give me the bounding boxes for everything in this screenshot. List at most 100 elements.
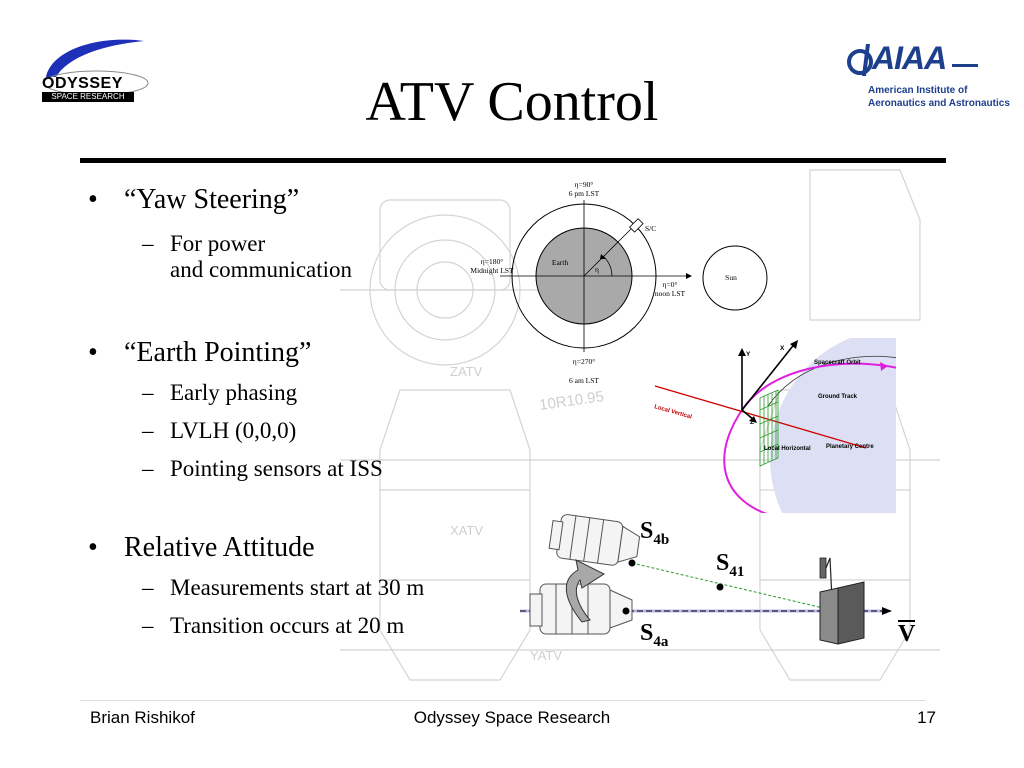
left-eta-label: η=180°	[481, 257, 503, 266]
sub-bullet-text: For power	[170, 231, 266, 256]
z-axis-arrow-icon	[749, 416, 757, 423]
bg-label-yatv: YATV	[530, 648, 562, 663]
sub-bullet-marker: –	[142, 231, 154, 256]
yaw-steering-diagram: η=90° 6 pm LST η=180° Midnight LST η=0° …	[470, 180, 768, 385]
sensor-label-s4a-main: S	[640, 620, 654, 646]
bullet-text: Relative Attitude	[124, 532, 315, 563]
aiaa-logo: AIAA American Institute of Aeronautics a…	[840, 38, 1015, 118]
sub-bullet-text: Early phasing	[170, 380, 298, 405]
planet-globe	[770, 338, 896, 513]
sub-bullet-lvlh: –LVLH (0,0,0)	[142, 418, 296, 444]
bullet-earth-pointing: • “Earth Pointing”	[88, 337, 311, 369]
sub-bullet-marker: –	[142, 380, 154, 405]
orbit-direction-arrow-icon	[880, 362, 888, 371]
aiaa-emblem-icon	[847, 44, 873, 76]
sensor-label-s41-main: S	[716, 550, 730, 576]
bullet-marker: •	[88, 337, 98, 368]
local-horizontal-grid	[759, 389, 779, 467]
right-lst-label: noon LST	[655, 289, 686, 298]
sun-circle	[702, 245, 768, 311]
x-axis-line	[741, 341, 797, 411]
odyssey-logo-subtitle: SPACE RESEARCH	[42, 92, 134, 102]
sub-bullet-marker: –	[142, 456, 154, 481]
y-axis-label: Y	[746, 351, 751, 358]
sub-bullet-text-continued: and communication	[170, 257, 353, 282]
sub-bullet-transition: –Transition occurs at 20 m	[142, 613, 404, 639]
bottom-eta-label: η=270°	[573, 357, 595, 366]
spacecraft-orbit-lower	[723, 409, 768, 513]
odyssey-logo-name: ODYSSEY	[42, 75, 123, 92]
top-eta-label: η=90°	[575, 180, 594, 189]
left-lst-label: Midnight LST	[470, 266, 514, 275]
title-divider	[80, 158, 946, 163]
footer-divider	[80, 700, 926, 701]
sensor-label-s4a: S4a	[640, 620, 668, 651]
velocity-arrow-icon	[882, 607, 892, 615]
sensor-point-s41	[716, 583, 724, 591]
sub-bullet-marker: –	[142, 575, 154, 600]
bullet-text: “Earth Pointing”	[124, 337, 312, 368]
bg-label-xatv: XATV	[450, 523, 483, 538]
page-title: ATV Control	[365, 71, 659, 133]
bullet-relative-attitude: • Relative Attitude	[88, 532, 315, 564]
sub-bullet-measurements-start: –Measurements start at 30 m	[142, 575, 424, 601]
sensor-label-s41: S41	[716, 550, 744, 581]
spacecraft-radius-line	[583, 227, 633, 277]
aiaa-logo-line1: American Institute of	[868, 85, 968, 96]
relative-attitude-diagram	[520, 514, 892, 645]
eta-symbol-label: η	[595, 265, 599, 274]
rotation-arrow-icon	[565, 559, 606, 623]
sub-bullet-text: LVLH (0,0,0)	[170, 418, 297, 443]
sub-bullet-text: Measurements start at 30 m	[170, 575, 425, 600]
eta-angle-arrow-icon	[600, 254, 606, 259]
atv-upper-icon	[548, 514, 641, 566]
bullet-marker: •	[88, 184, 98, 215]
y-axis-arrow-icon	[738, 348, 746, 356]
z-axis-label: Z	[750, 419, 754, 426]
velocity-label: V	[898, 620, 916, 647]
bg-label-zatv: ZATV	[450, 364, 483, 379]
bullet-text: “Yaw Steering”	[124, 184, 300, 215]
sub-bullet-pointing-sensors: –Pointing sensors at ISS	[142, 456, 383, 482]
sensor-point-s4a	[622, 607, 630, 615]
x-axis-label: X	[780, 345, 785, 352]
bg-label-code: 10R10.95	[538, 388, 605, 414]
sensor-label-s4b: S4b	[640, 518, 669, 549]
top-lst-label: 6 pm LST	[569, 189, 600, 198]
sensor-label-s4b-sub: 4b	[653, 531, 670, 548]
ground-track-label: Ground Track	[818, 394, 858, 400]
sub-bullet-early-phasing: –Early phasing	[142, 380, 297, 406]
spacecraft-label: S/C	[645, 224, 656, 233]
footer-author: Brian Rishikof	[90, 708, 195, 727]
sensor-label-s4a-sub: 4a	[653, 633, 669, 650]
sensor-point-s4b	[628, 559, 636, 567]
odyssey-logo: ODYSSEY SPACE RESEARCH	[40, 35, 150, 105]
lvlh-frame-diagram: Y X Z Spacecraft Orbit Ground Track Loca…	[653, 338, 896, 513]
sensor-label-s41-sub: 41	[729, 563, 745, 580]
iss-module-icon	[819, 557, 865, 645]
sensor-label-s4b-main: S	[640, 518, 654, 544]
local-vertical-label: Local Vertical	[653, 404, 692, 421]
x-axis-arrow-icon	[790, 340, 798, 349]
aiaa-logo-line2: Aeronautics and Astronautics	[868, 98, 1010, 109]
page-number: 17	[917, 708, 936, 727]
bullet-marker: •	[88, 532, 98, 563]
planetary-centre-label: Planetary Centre	[826, 444, 874, 450]
sub-bullet-text: Pointing sensors at ISS	[170, 456, 383, 481]
sub-bullet-text: Transition occurs at 20 m	[170, 613, 405, 638]
local-horizontal-label: Local Horizontal	[764, 446, 811, 452]
spacecraft-orbit-label: Spacecraft Orbit	[814, 360, 861, 366]
sub-bullet-marker: –	[142, 418, 154, 443]
bottom-lst-label: 6 am LST	[569, 376, 599, 385]
right-eta-label: η=0°	[663, 280, 678, 289]
sun-label: Sun	[725, 273, 737, 282]
spacecraft-icon	[629, 218, 644, 233]
earth-label: Earth	[552, 258, 568, 267]
bullet-yaw-steering: • “Yaw Steering”	[88, 184, 299, 216]
aiaa-logo-bar	[952, 64, 978, 67]
footer-organization: Odyssey Space Research	[413, 708, 611, 727]
local-vertical-line	[654, 385, 867, 449]
aiaa-logo-name: AIAA	[872, 40, 947, 76]
